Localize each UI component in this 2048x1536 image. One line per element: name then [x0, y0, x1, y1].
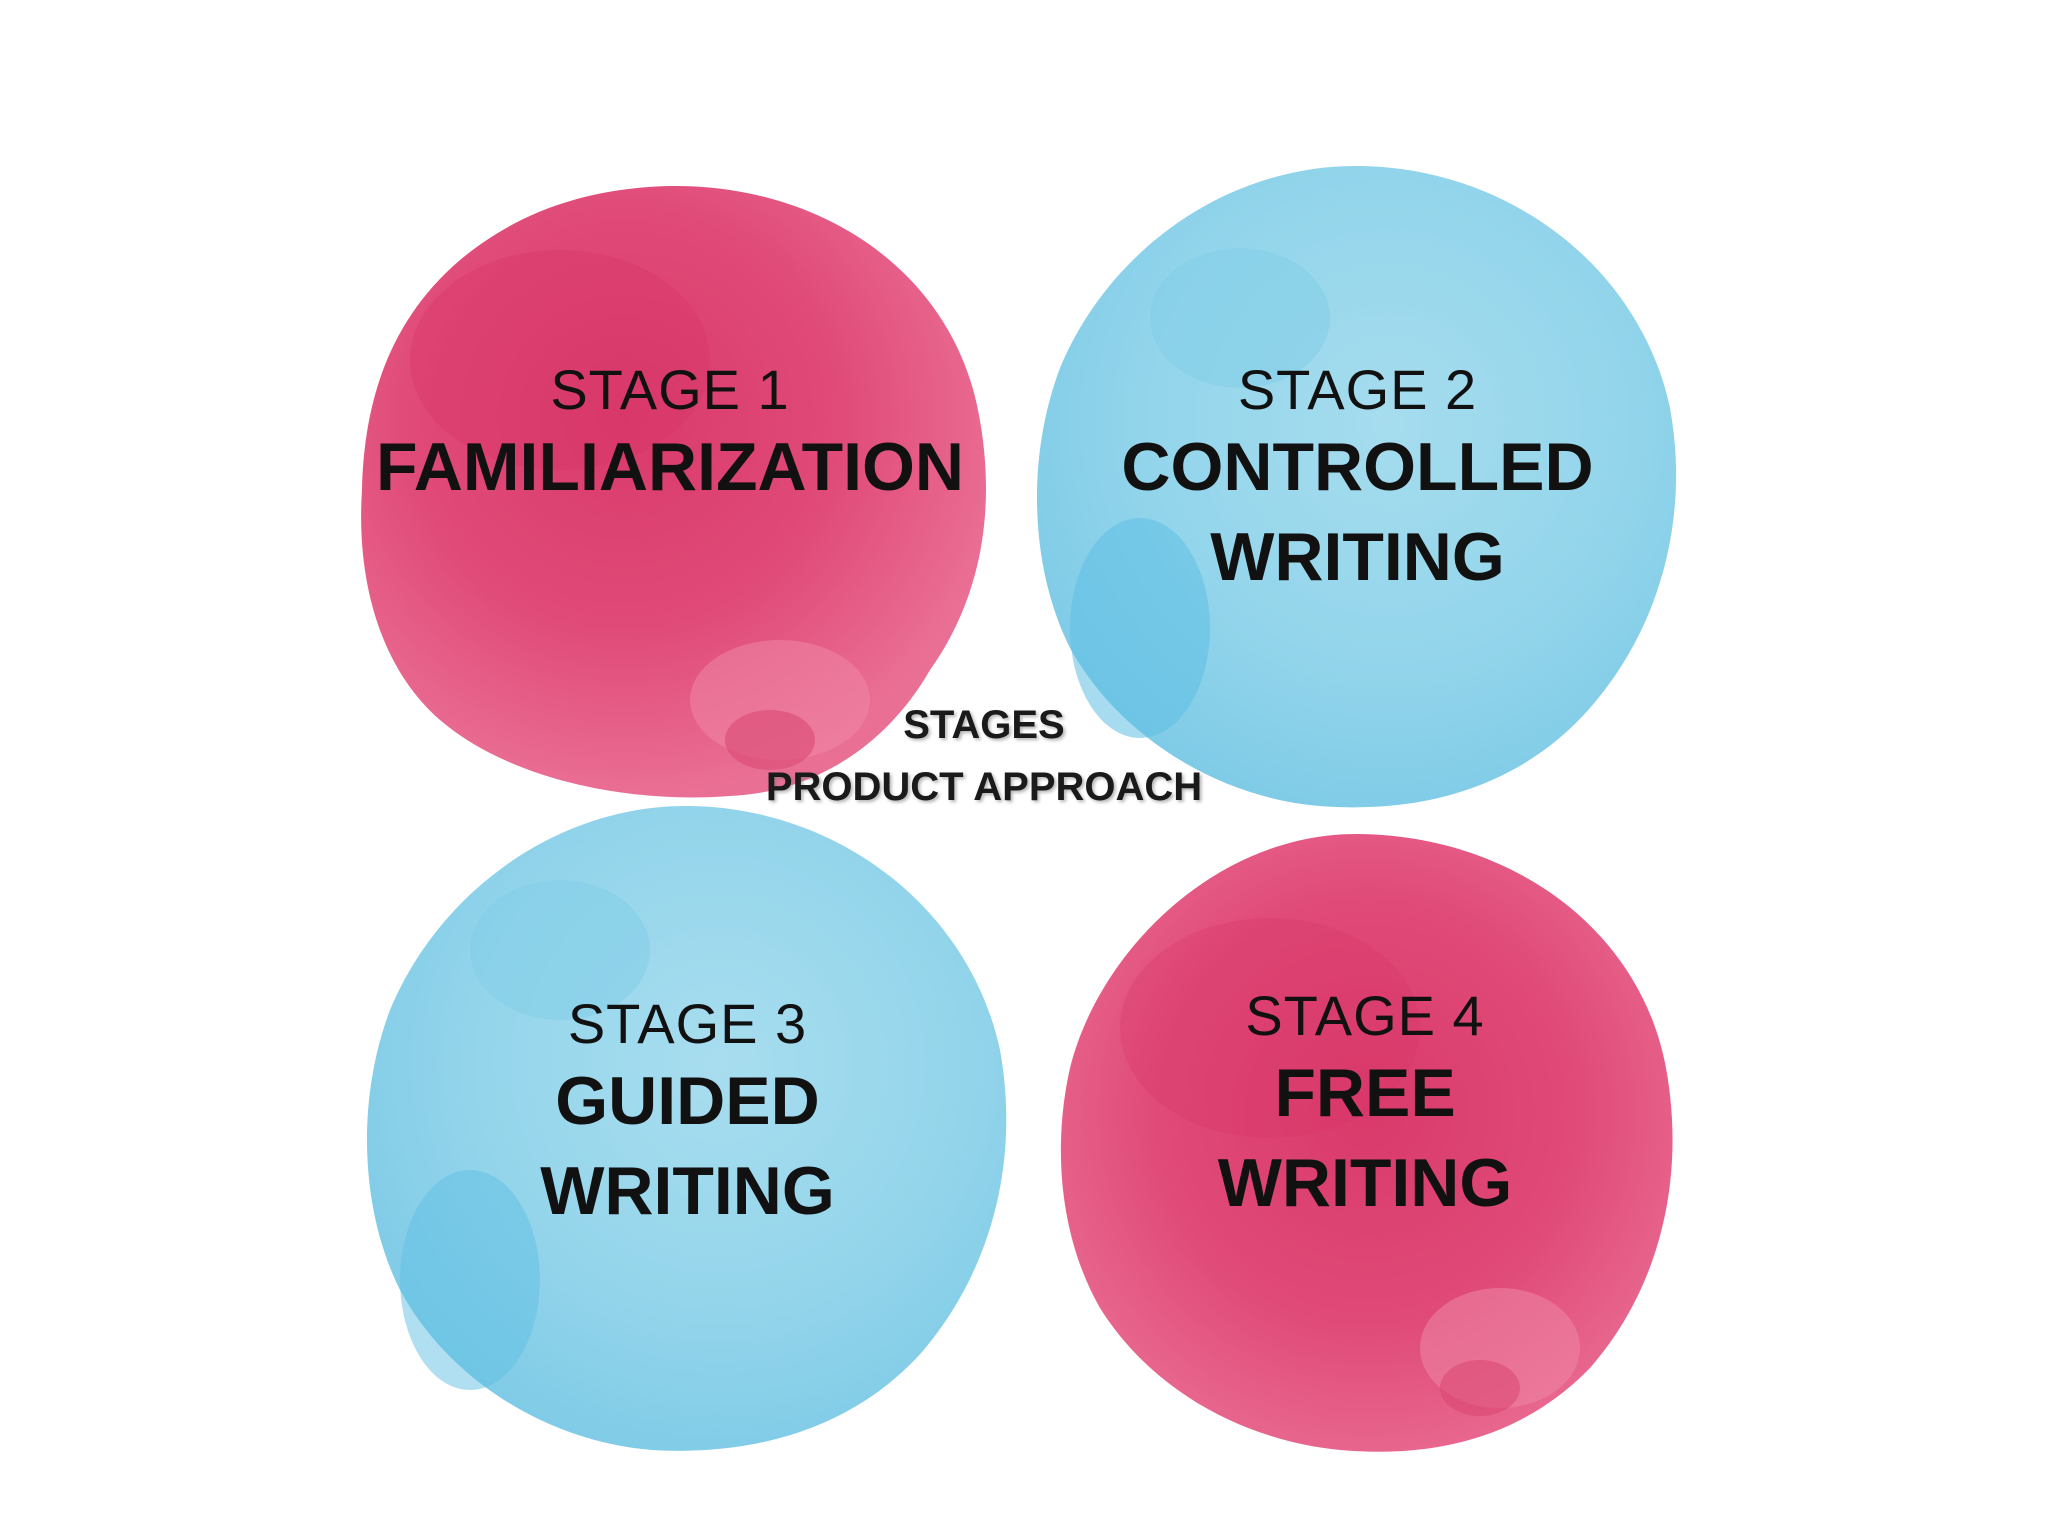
stage-3-circle: STAGE 3 GUIDED WRITING — [360, 800, 1015, 1455]
center-label-line-1: STAGES — [903, 703, 1065, 747]
stage-4-number: STAGE 4 — [1245, 984, 1485, 1047]
stage-1-circle: STAGE 1 FAMILIARIZATION — [350, 180, 990, 800]
stage-1-number: STAGE 1 — [550, 358, 790, 421]
stage-4-name-line-1: FREE — [1274, 1055, 1456, 1131]
blue-watercolor-blob — [1037, 165, 1677, 808]
center-label-line-2: PRODUCT APPROACH — [765, 765, 1203, 809]
stage-4-circle: STAGE 4 FREE WRITING — [1050, 828, 1680, 1458]
stage-4-name-line-2: WRITING — [1217, 1145, 1513, 1221]
stage-3-number: STAGE 3 — [567, 992, 808, 1055]
stage-3-name-line-2: WRITING — [540, 1153, 835, 1229]
pink-watercolor-blob — [361, 185, 987, 798]
stage-2-circle: STAGE 2 CONTROLLED WRITING — [1030, 158, 1685, 813]
stage-2-name-line-1: CONTROLLED — [1121, 429, 1594, 505]
stage-1-name: FAMILIARIZATION — [376, 429, 964, 505]
stage-3-name-line-1: GUIDED — [555, 1063, 820, 1139]
pink-watercolor-blob — [1060, 833, 1673, 1452]
stage-2-number: STAGE 2 — [1237, 358, 1478, 421]
center-label: STAGES PRODUCT APPROACH — [724, 694, 1244, 818]
stage-2-name-line-2: WRITING — [1210, 519, 1505, 595]
blue-watercolor-blob — [367, 805, 1007, 1451]
